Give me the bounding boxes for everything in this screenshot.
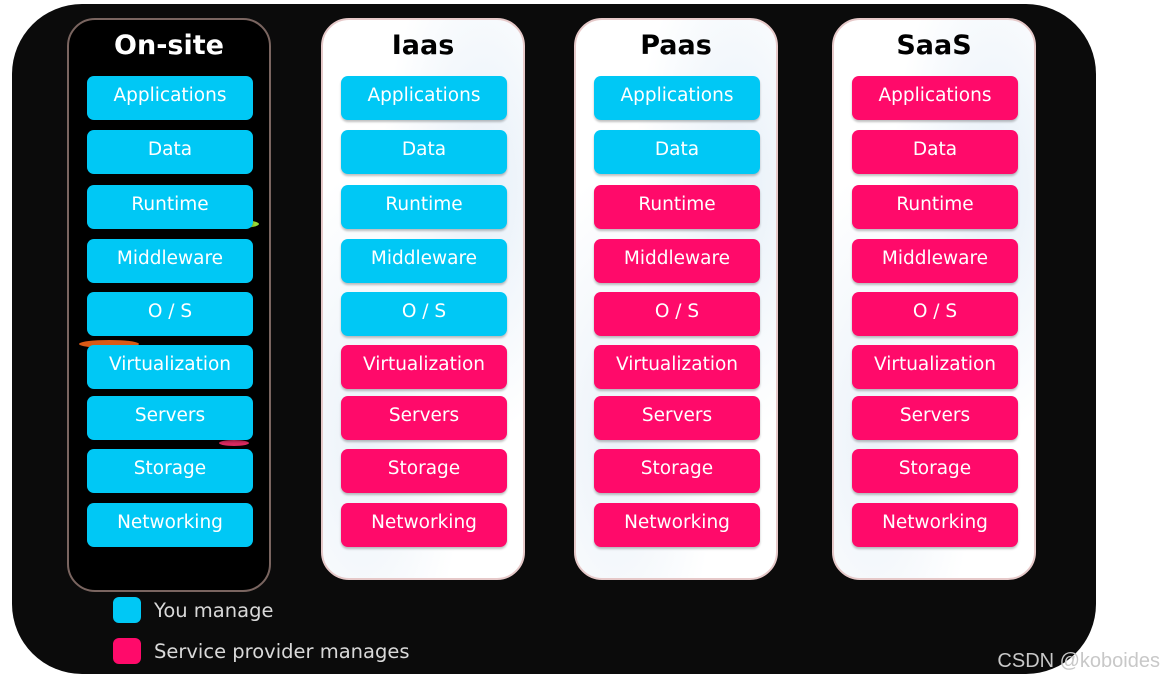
layer-runtime: Runtime (341, 185, 507, 229)
layer-servers: Servers (87, 396, 253, 440)
layer-runtime: Runtime (594, 185, 760, 229)
column-title: SaaS (896, 30, 972, 61)
layer-applications: Applications (87, 76, 253, 120)
layer-virtualization: Virtualization (87, 345, 253, 389)
legend-label-you-manage: You manage (154, 599, 274, 622)
layer-virtualization: Virtualization (341, 345, 507, 389)
layer-middleware: Middleware (87, 239, 253, 283)
layer-o-s: O / S (852, 292, 1018, 336)
layer-middleware: Middleware (594, 239, 760, 283)
layer-storage: Storage (87, 449, 253, 493)
layer-middleware: Middleware (341, 239, 507, 283)
layer-data: Data (341, 130, 507, 174)
layer-data: Data (594, 130, 760, 174)
layer-servers: Servers (594, 396, 760, 440)
layer-networking: Networking (87, 503, 253, 547)
layer-virtualization: Virtualization (852, 345, 1018, 389)
layer-storage: Storage (341, 449, 507, 493)
legend-swatch-provider-manages (113, 638, 141, 664)
layer-servers: Servers (341, 396, 507, 440)
column-title: Paas (640, 30, 712, 61)
column-title: On-site (114, 30, 224, 61)
layer-virtualization: Virtualization (594, 345, 760, 389)
layer-applications: Applications (594, 76, 760, 120)
layer-storage: Storage (852, 449, 1018, 493)
layer-o-s: O / S (341, 292, 507, 336)
layer-networking: Networking (852, 503, 1018, 547)
layer-applications: Applications (341, 76, 507, 120)
legend-label-provider-manages: Service provider manages (154, 640, 410, 663)
layer-data: Data (87, 130, 253, 174)
layer-storage: Storage (594, 449, 760, 493)
watermark: CSDN @koboides (997, 650, 1160, 672)
layer-o-s: O / S (87, 292, 253, 336)
layer-o-s: O / S (594, 292, 760, 336)
layer-runtime: Runtime (87, 185, 253, 229)
column-title: Iaas (391, 30, 455, 61)
decorative-light-streak (79, 340, 139, 348)
layer-runtime: Runtime (852, 185, 1018, 229)
legend-swatch-you-manage (113, 597, 141, 623)
layer-networking: Networking (341, 503, 507, 547)
decorative-light-streak (219, 440, 249, 446)
layer-applications: Applications (852, 76, 1018, 120)
layer-data: Data (852, 130, 1018, 174)
layer-middleware: Middleware (852, 239, 1018, 283)
layer-networking: Networking (594, 503, 760, 547)
layer-servers: Servers (852, 396, 1018, 440)
